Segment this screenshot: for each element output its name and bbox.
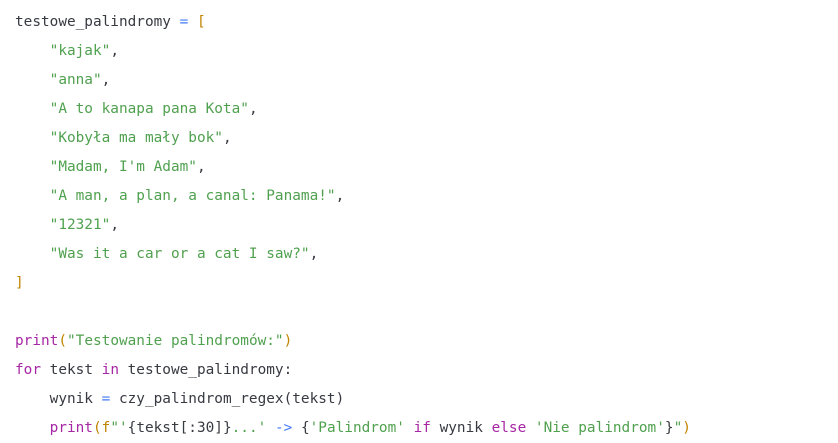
code-token-plain (15, 43, 50, 59)
code-token-plain: } (664, 420, 674, 436)
code-block: testowe_palindromy = [ "kajak", "anna", … (15, 8, 691, 443)
code-line: ] (15, 269, 691, 298)
code-token-str: ...' (231, 420, 275, 436)
code-token-str: "Testowanie palindromów:" (67, 333, 284, 349)
code-line: print(f"'{tekst[:30]}...' -> {'Palindrom… (15, 414, 691, 443)
code-token-plain: , (335, 188, 345, 204)
code-token-plain: , (110, 43, 119, 59)
code-token-str: "kajak" (49, 43, 111, 59)
code-token-plain: testowe_palindromy (15, 14, 180, 30)
code-token-plain (15, 217, 50, 233)
code-token-br: ( (58, 333, 67, 349)
code-token-plain: , (196, 159, 206, 175)
code-line: "Was it a car or a cat I saw?", (15, 240, 691, 269)
code-token-str: 'Nie palindrom' (534, 420, 665, 436)
code-line (15, 298, 691, 327)
code-token-op: = (101, 391, 111, 407)
code-token-str: "12321" (49, 217, 111, 233)
code-line: "A man, a plan, a canal: Panama!", (15, 182, 691, 211)
code-token-plain (188, 14, 197, 30)
code-token-plain: , (222, 130, 232, 146)
code-line: "A to kanapa pana Kota", (15, 95, 691, 124)
code-token-plain (15, 188, 50, 204)
code-token-str: " (673, 420, 683, 436)
code-token-plain (15, 420, 50, 436)
code-token-str: "anna" (49, 72, 102, 88)
code-line: "kajak", (15, 37, 691, 66)
code-token-fn: print (15, 333, 59, 349)
code-token-str: "Was it a car or a cat I saw?" (49, 246, 310, 262)
code-token-kw: in (101, 362, 119, 378)
code-token-kw: else (491, 420, 527, 436)
code-token-plain: testowe_palindromy: (118, 362, 293, 378)
code-line: wynik = czy_palindrom_regex(tekst) (15, 385, 691, 414)
code-token-plain: , (309, 246, 319, 262)
code-token-fn: print (49, 420, 93, 436)
code-token-plain: wynik (430, 420, 492, 436)
code-token-str: "Madam, I'm Adam" (49, 159, 197, 175)
code-token-plain: , (110, 217, 119, 233)
code-token-br: ] (15, 275, 24, 291)
code-token-plain: , (248, 101, 258, 117)
code-token-br: ) (682, 420, 691, 436)
code-token-plain (405, 420, 414, 436)
code-token-plain: {tekst[:30]} (127, 420, 232, 436)
code-token-str (292, 420, 301, 436)
code-token-plain: tekst (41, 362, 102, 378)
code-token-plain (15, 72, 50, 88)
code-line: "Madam, I'm Adam", (15, 153, 691, 182)
code-token-str: "Kobyła ma mały bok" (49, 130, 223, 146)
code-token-str: "A to kanapa pana Kota" (49, 101, 249, 117)
code-token-plain: wynik (15, 391, 102, 407)
code-line: testowe_palindromy = [ (15, 8, 691, 37)
code-line: "12321", (15, 211, 691, 240)
code-token-str: "' (110, 420, 128, 436)
code-line: for tekst in testowe_palindromy: (15, 356, 691, 385)
code-token-kw: if (413, 420, 431, 436)
code-token-str: "A man, a plan, a canal: Panama!" (49, 188, 336, 204)
code-token-plain: { (300, 420, 310, 436)
code-token-plain (15, 101, 50, 117)
code-token-plain (526, 420, 535, 436)
code-token-kw: for (15, 362, 41, 378)
code-token-br: ( (92, 420, 102, 436)
code-token-str: 'Palindrom' (309, 420, 405, 436)
code-token-plain (15, 130, 50, 146)
code-line: "anna", (15, 66, 691, 95)
code-line: "Kobyła ma mały bok", (15, 124, 691, 153)
code-token-op: = (179, 14, 189, 30)
code-token-plain (15, 246, 50, 262)
code-line: print("Testowanie palindromów:") (15, 327, 691, 356)
code-token-br: ) (283, 333, 293, 349)
code-token-plain (15, 159, 50, 175)
code-token-plain: , (101, 72, 111, 88)
code-token-br: [ (196, 14, 206, 30)
code-token-op: -> (274, 420, 293, 436)
code-token-plain: czy_palindrom_regex(tekst) (110, 391, 345, 407)
